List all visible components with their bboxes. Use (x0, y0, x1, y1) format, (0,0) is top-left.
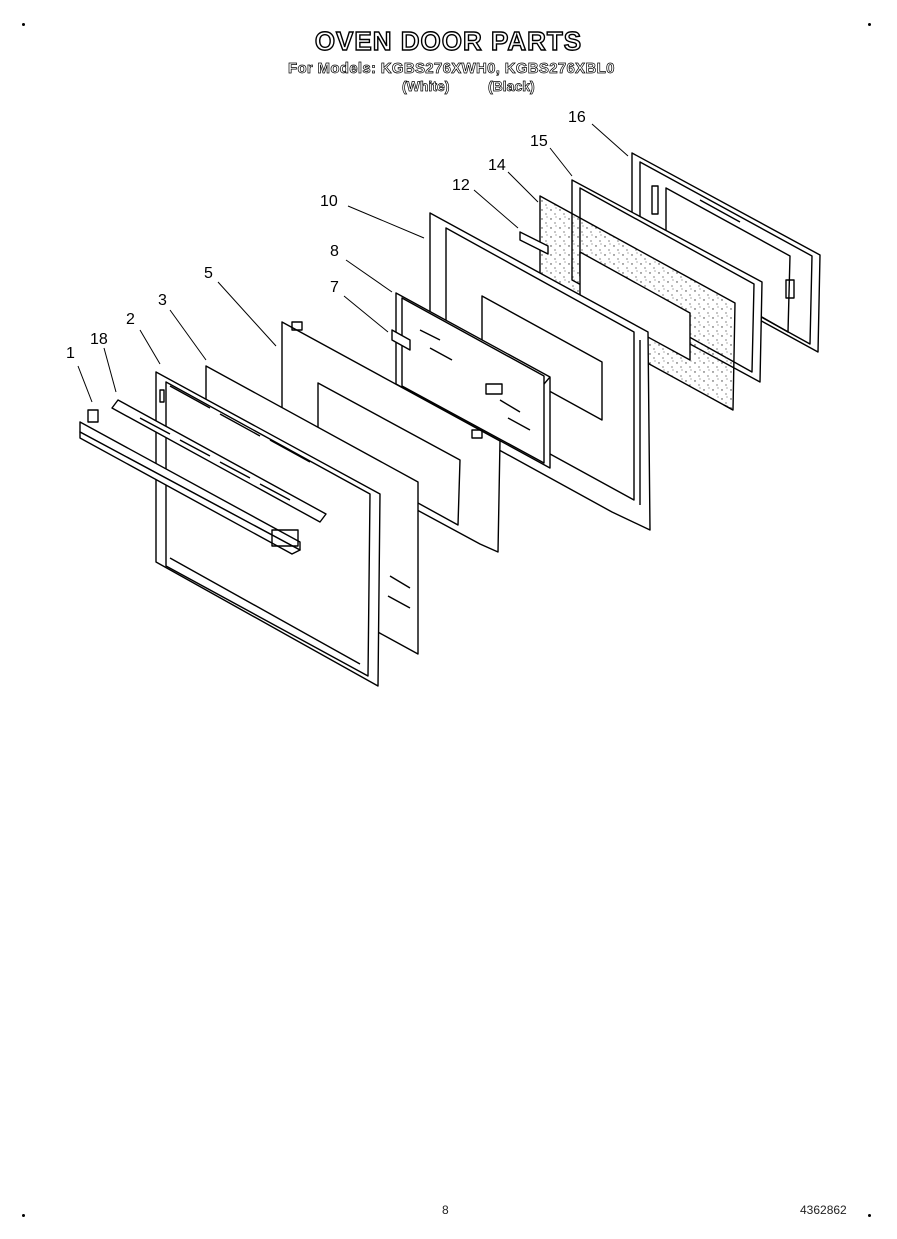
callout-3: 3 (158, 292, 167, 309)
callout-5: 5 (204, 265, 213, 282)
page-title: OVEN DOOR PARTS (314, 25, 583, 56)
callout-2: 2 (126, 311, 135, 328)
leader-lines (77, 123, 629, 403)
part-12-clip (519, 231, 549, 255)
corner-mark-bottom-left (22, 1214, 25, 1217)
part-8-inner-glass-pack (395, 292, 551, 469)
document-number: 4362862 (800, 1203, 847, 1217)
page-number: 8 (442, 1203, 449, 1217)
callout-16: 16 (568, 109, 586, 126)
models-line: For Models: KGBS276XWH0, KGBS276XBL0 (288, 60, 615, 78)
part-14-insulation (539, 195, 736, 411)
part-18-vent-trim (111, 399, 327, 523)
color-black-label: (Black) (488, 78, 535, 95)
color-white-label: (White) (402, 78, 450, 95)
corner-mark-bottom-right (868, 1214, 871, 1217)
callout-10: 10 (320, 193, 338, 210)
corner-mark-top-right (868, 23, 871, 26)
callout-8: 8 (330, 243, 339, 260)
callout-14: 14 (488, 157, 506, 174)
callout-7: 7 (330, 279, 339, 296)
corner-mark-top-left (22, 23, 25, 26)
part-1-door-handle (79, 409, 301, 555)
callout-1: 1 (66, 345, 75, 362)
callout-15: 15 (530, 133, 548, 150)
callout-18: 18 (90, 331, 108, 348)
callout-12: 12 (452, 177, 470, 194)
part-7-bracket (391, 329, 411, 351)
